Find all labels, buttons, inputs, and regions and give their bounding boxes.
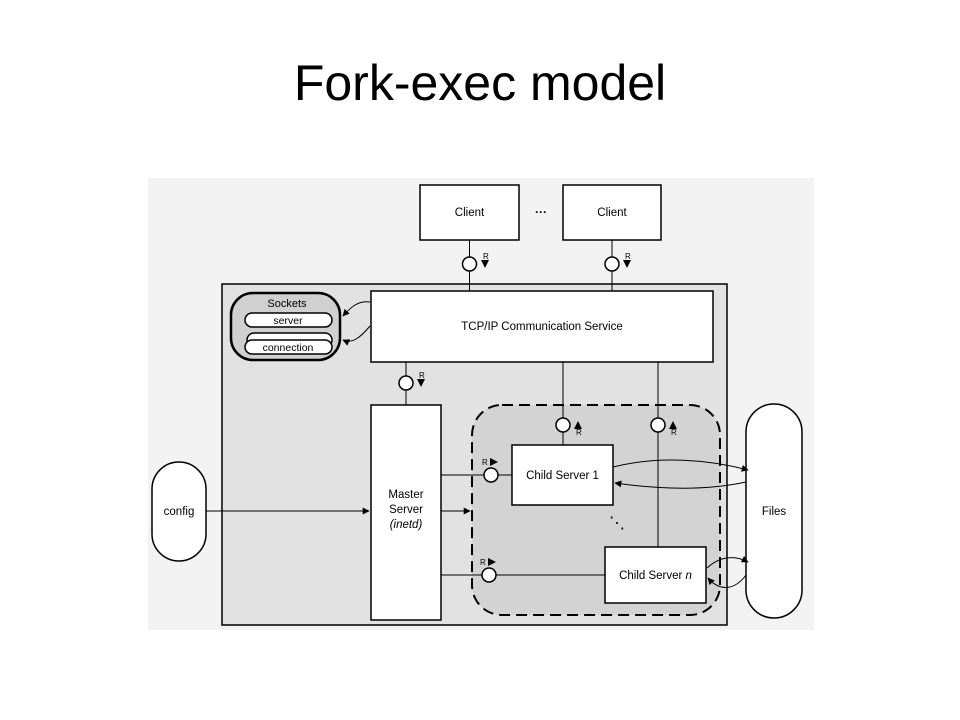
config-label: config: [164, 506, 195, 518]
socket-connection-label: connection: [263, 342, 314, 354]
client-2-interface-icon: R: [604, 252, 631, 272]
socket-connection-pill: [244, 339, 333, 355]
tcp-ip-service-label: TCP/IP Communication Service: [461, 321, 622, 333]
files-label: Files: [762, 506, 787, 518]
master-server-box: Master Server (inetd): [370, 404, 442, 621]
files-box: Files: [745, 403, 803, 619]
socket-server-pill: [244, 312, 333, 328]
socket-server-label: server: [273, 315, 303, 327]
master-server-line1: Master: [388, 489, 423, 501]
interface-label: R: [482, 458, 488, 467]
interface-label: R: [483, 252, 489, 261]
child-server-n-suffix: n: [686, 570, 692, 582]
child-server-n-box: Child Server n: [604, 546, 707, 604]
client-label-1: Client: [455, 207, 485, 219]
client-label-2: Client: [597, 207, 627, 219]
sockets-title: Sockets: [267, 298, 307, 310]
client-box-1: Client: [419, 184, 520, 241]
master-interface-icon: R: [398, 371, 425, 391]
tcp-ip-service-box: TCP/IP Communication Service: [370, 290, 714, 363]
child-server-n-label: Child Server n: [619, 570, 692, 582]
child-server-n-prefix: Child Server: [619, 570, 685, 582]
sockets-group: Sockets server connection: [229, 291, 342, 362]
child-n-tcp-interface-icon: R: [650, 417, 677, 437]
interface-label: R: [625, 252, 631, 261]
slide-title: Fork-exec model: [293, 55, 667, 111]
child-servers-ellipsis: ⋱: [609, 515, 625, 532]
master-server-line3: (inetd): [390, 519, 423, 531]
child-n-master-interface-icon: R: [480, 558, 497, 583]
master-server-line2: Server: [389, 504, 423, 516]
child-1-tcp-interface-icon: R: [555, 417, 582, 437]
client-1-interface-icon: R: [461, 252, 489, 272]
interface-label: R: [671, 428, 677, 437]
client-box-2: Client: [562, 184, 662, 241]
child-server-1-box: Child Server 1: [511, 444, 614, 506]
interface-label: R: [576, 428, 582, 437]
child-1-master-interface-icon: R: [482, 458, 499, 483]
interface-label: R: [480, 558, 486, 567]
client-ellipsis: ···: [535, 205, 547, 219]
child-server-1-label: Child Server 1: [526, 470, 599, 482]
config-box: config: [151, 461, 207, 562]
interface-label: R: [419, 371, 425, 380]
